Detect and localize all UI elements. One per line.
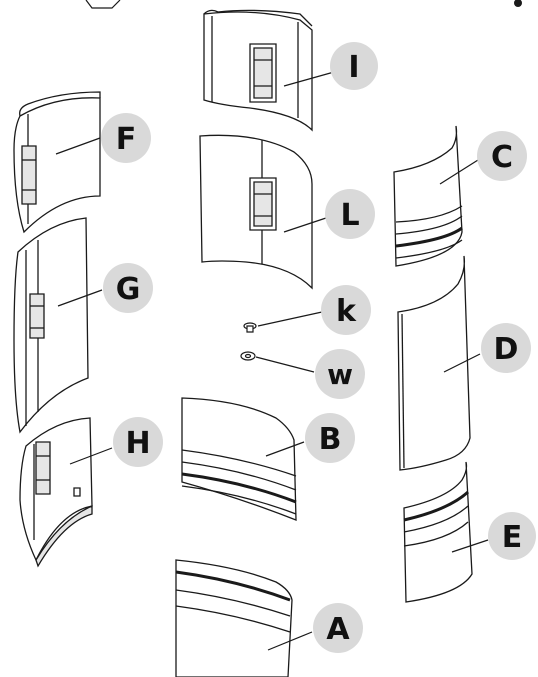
leader-a bbox=[267, 631, 313, 651]
callout-f-bg bbox=[101, 113, 151, 163]
panel-c bbox=[394, 126, 462, 266]
callout-w-bg bbox=[315, 349, 365, 399]
callout-c: C bbox=[477, 131, 527, 181]
leader-d bbox=[443, 353, 481, 373]
callout-l-bg bbox=[325, 189, 375, 239]
leader-f bbox=[55, 137, 101, 155]
callout-a-bg bbox=[313, 603, 363, 653]
callout-d-label: D bbox=[494, 332, 519, 367]
callout-w-label: w bbox=[327, 358, 353, 391]
callout-l: L bbox=[325, 189, 375, 239]
callout-g-bg bbox=[103, 263, 153, 313]
callout-h: H bbox=[113, 417, 163, 467]
callout-k-label: k bbox=[336, 294, 357, 329]
panel-g bbox=[14, 218, 88, 432]
leader-c bbox=[439, 159, 479, 185]
washer-w bbox=[241, 352, 255, 360]
callout-w: w bbox=[315, 349, 365, 399]
callout-i-bg bbox=[330, 42, 378, 90]
callout-g: G bbox=[103, 263, 153, 313]
panel-l bbox=[200, 135, 312, 288]
top-fragment-right bbox=[514, 0, 522, 7]
leader-k bbox=[257, 311, 323, 327]
callout-e-bg bbox=[488, 512, 536, 560]
leader-b bbox=[265, 441, 305, 457]
callout-c-bg bbox=[477, 131, 527, 181]
leader-g bbox=[57, 289, 103, 307]
callout-g-label: G bbox=[116, 272, 141, 307]
screw-k bbox=[244, 323, 256, 332]
panel-f bbox=[14, 92, 100, 232]
callout-f-label: F bbox=[116, 122, 137, 157]
top-fragment-left bbox=[85, 0, 121, 9]
callout-h-bg bbox=[113, 417, 163, 467]
leader-l bbox=[283, 217, 327, 233]
leader-e bbox=[451, 539, 489, 553]
leader-h bbox=[69, 447, 113, 465]
callout-l-label: L bbox=[340, 198, 359, 233]
panel-i bbox=[204, 10, 312, 130]
callout-e: E bbox=[488, 512, 536, 560]
callout-a-label: A bbox=[326, 612, 350, 647]
panel-d bbox=[398, 256, 470, 470]
panel-a bbox=[176, 560, 292, 677]
leader-w bbox=[255, 356, 315, 373]
callout-b: B bbox=[305, 413, 355, 463]
panel-e bbox=[404, 462, 472, 602]
callout-c-label: C bbox=[491, 140, 513, 175]
callout-i-label: I bbox=[348, 50, 359, 85]
callout-i: I bbox=[330, 42, 378, 90]
callout-d: D bbox=[481, 323, 531, 373]
callout-h-label: H bbox=[125, 426, 150, 461]
callout-k: k bbox=[321, 285, 371, 335]
callout-f: F bbox=[101, 113, 151, 163]
callout-b-bg bbox=[305, 413, 355, 463]
leader-lines bbox=[55, 71, 489, 651]
panel-b bbox=[182, 398, 296, 520]
callout-d-bg bbox=[481, 323, 531, 373]
panel-h bbox=[20, 418, 92, 566]
callout-a: A bbox=[313, 603, 363, 653]
callout-k-bg bbox=[321, 285, 371, 335]
leader-i bbox=[283, 71, 335, 87]
callout-e-label: E bbox=[502, 520, 523, 555]
callout-b-label: B bbox=[319, 422, 342, 457]
